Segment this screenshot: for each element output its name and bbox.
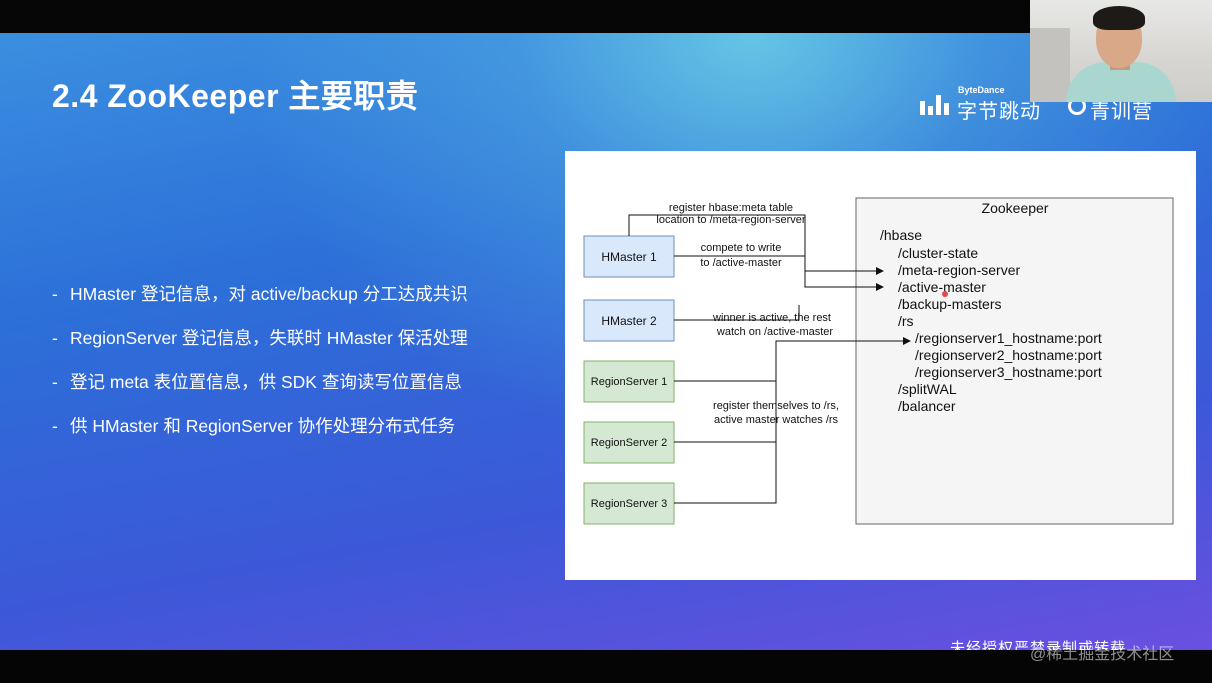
label-winner-line1: winner is active, the rest	[712, 312, 831, 324]
label-rs-register-line1: register themselves to /rs,	[713, 400, 839, 412]
rs3-label: RegionServer 3	[591, 498, 667, 510]
tree-node: /cluster-state	[898, 245, 978, 261]
label-register-meta-line2: location to /meta-region-server	[656, 214, 806, 226]
tree-node: /active-master	[898, 279, 986, 295]
label-rs-register-line2: active master watches /rs	[714, 414, 839, 426]
label-compete-line1: compete to write	[701, 242, 782, 254]
presenter-webcam	[1030, 0, 1212, 102]
bullet-item: -RegionServer 登记信息，失联时 HMaster 保活处理	[52, 325, 468, 350]
tree-node: /regionserver1_hostname:port	[915, 330, 1102, 346]
bullet-item: -供 HMaster 和 RegionServer 协作处理分布式任务	[52, 413, 455, 438]
tree-node: /splitWAL	[898, 381, 957, 397]
laser-pointer-dot	[942, 291, 948, 297]
label-compete-line2: to /active-master	[700, 257, 782, 269]
tree-node: /balancer	[898, 398, 956, 414]
bytedance-bars-icon	[920, 93, 950, 115]
brand-company-name: 字节跳动	[957, 95, 1041, 124]
rs1-label: RegionServer 1	[591, 376, 667, 388]
tree-node: /meta-region-server	[898, 262, 1020, 278]
rs2-label: RegionServer 2	[591, 437, 667, 449]
tree-node: /rs	[898, 313, 914, 329]
hmaster1-label: HMaster 1	[601, 250, 657, 264]
label-register-meta-line1: register hbase:meta table	[669, 202, 793, 214]
hmaster2-label: HMaster 2	[601, 314, 657, 328]
tree-node: /regionserver2_hostname:port	[915, 347, 1102, 363]
slide-title: 2.4 ZooKeeper 主要职责	[52, 71, 418, 117]
bullet-item: -HMaster 登记信息，对 active/backup 分工达成共识	[52, 281, 468, 306]
architecture-diagram: Zookeeper /hbase /cluster-state /meta-re…	[565, 151, 1196, 580]
bullet-item: -登记 meta 表位置信息，供 SDK 查询读写位置信息	[52, 369, 462, 394]
tree-node: /backup-masters	[898, 296, 1001, 312]
label-winner-line2: watch on /active-master	[716, 326, 833, 338]
tree-node: /hbase	[880, 227, 922, 243]
tree-node: /regionserver3_hostname:port	[915, 364, 1102, 380]
source-watermark: @稀土掘金技术社区	[1030, 640, 1174, 664]
zookeeper-title: Zookeeper	[982, 200, 1049, 216]
brand-company-small: ByteDance	[958, 85, 1005, 95]
